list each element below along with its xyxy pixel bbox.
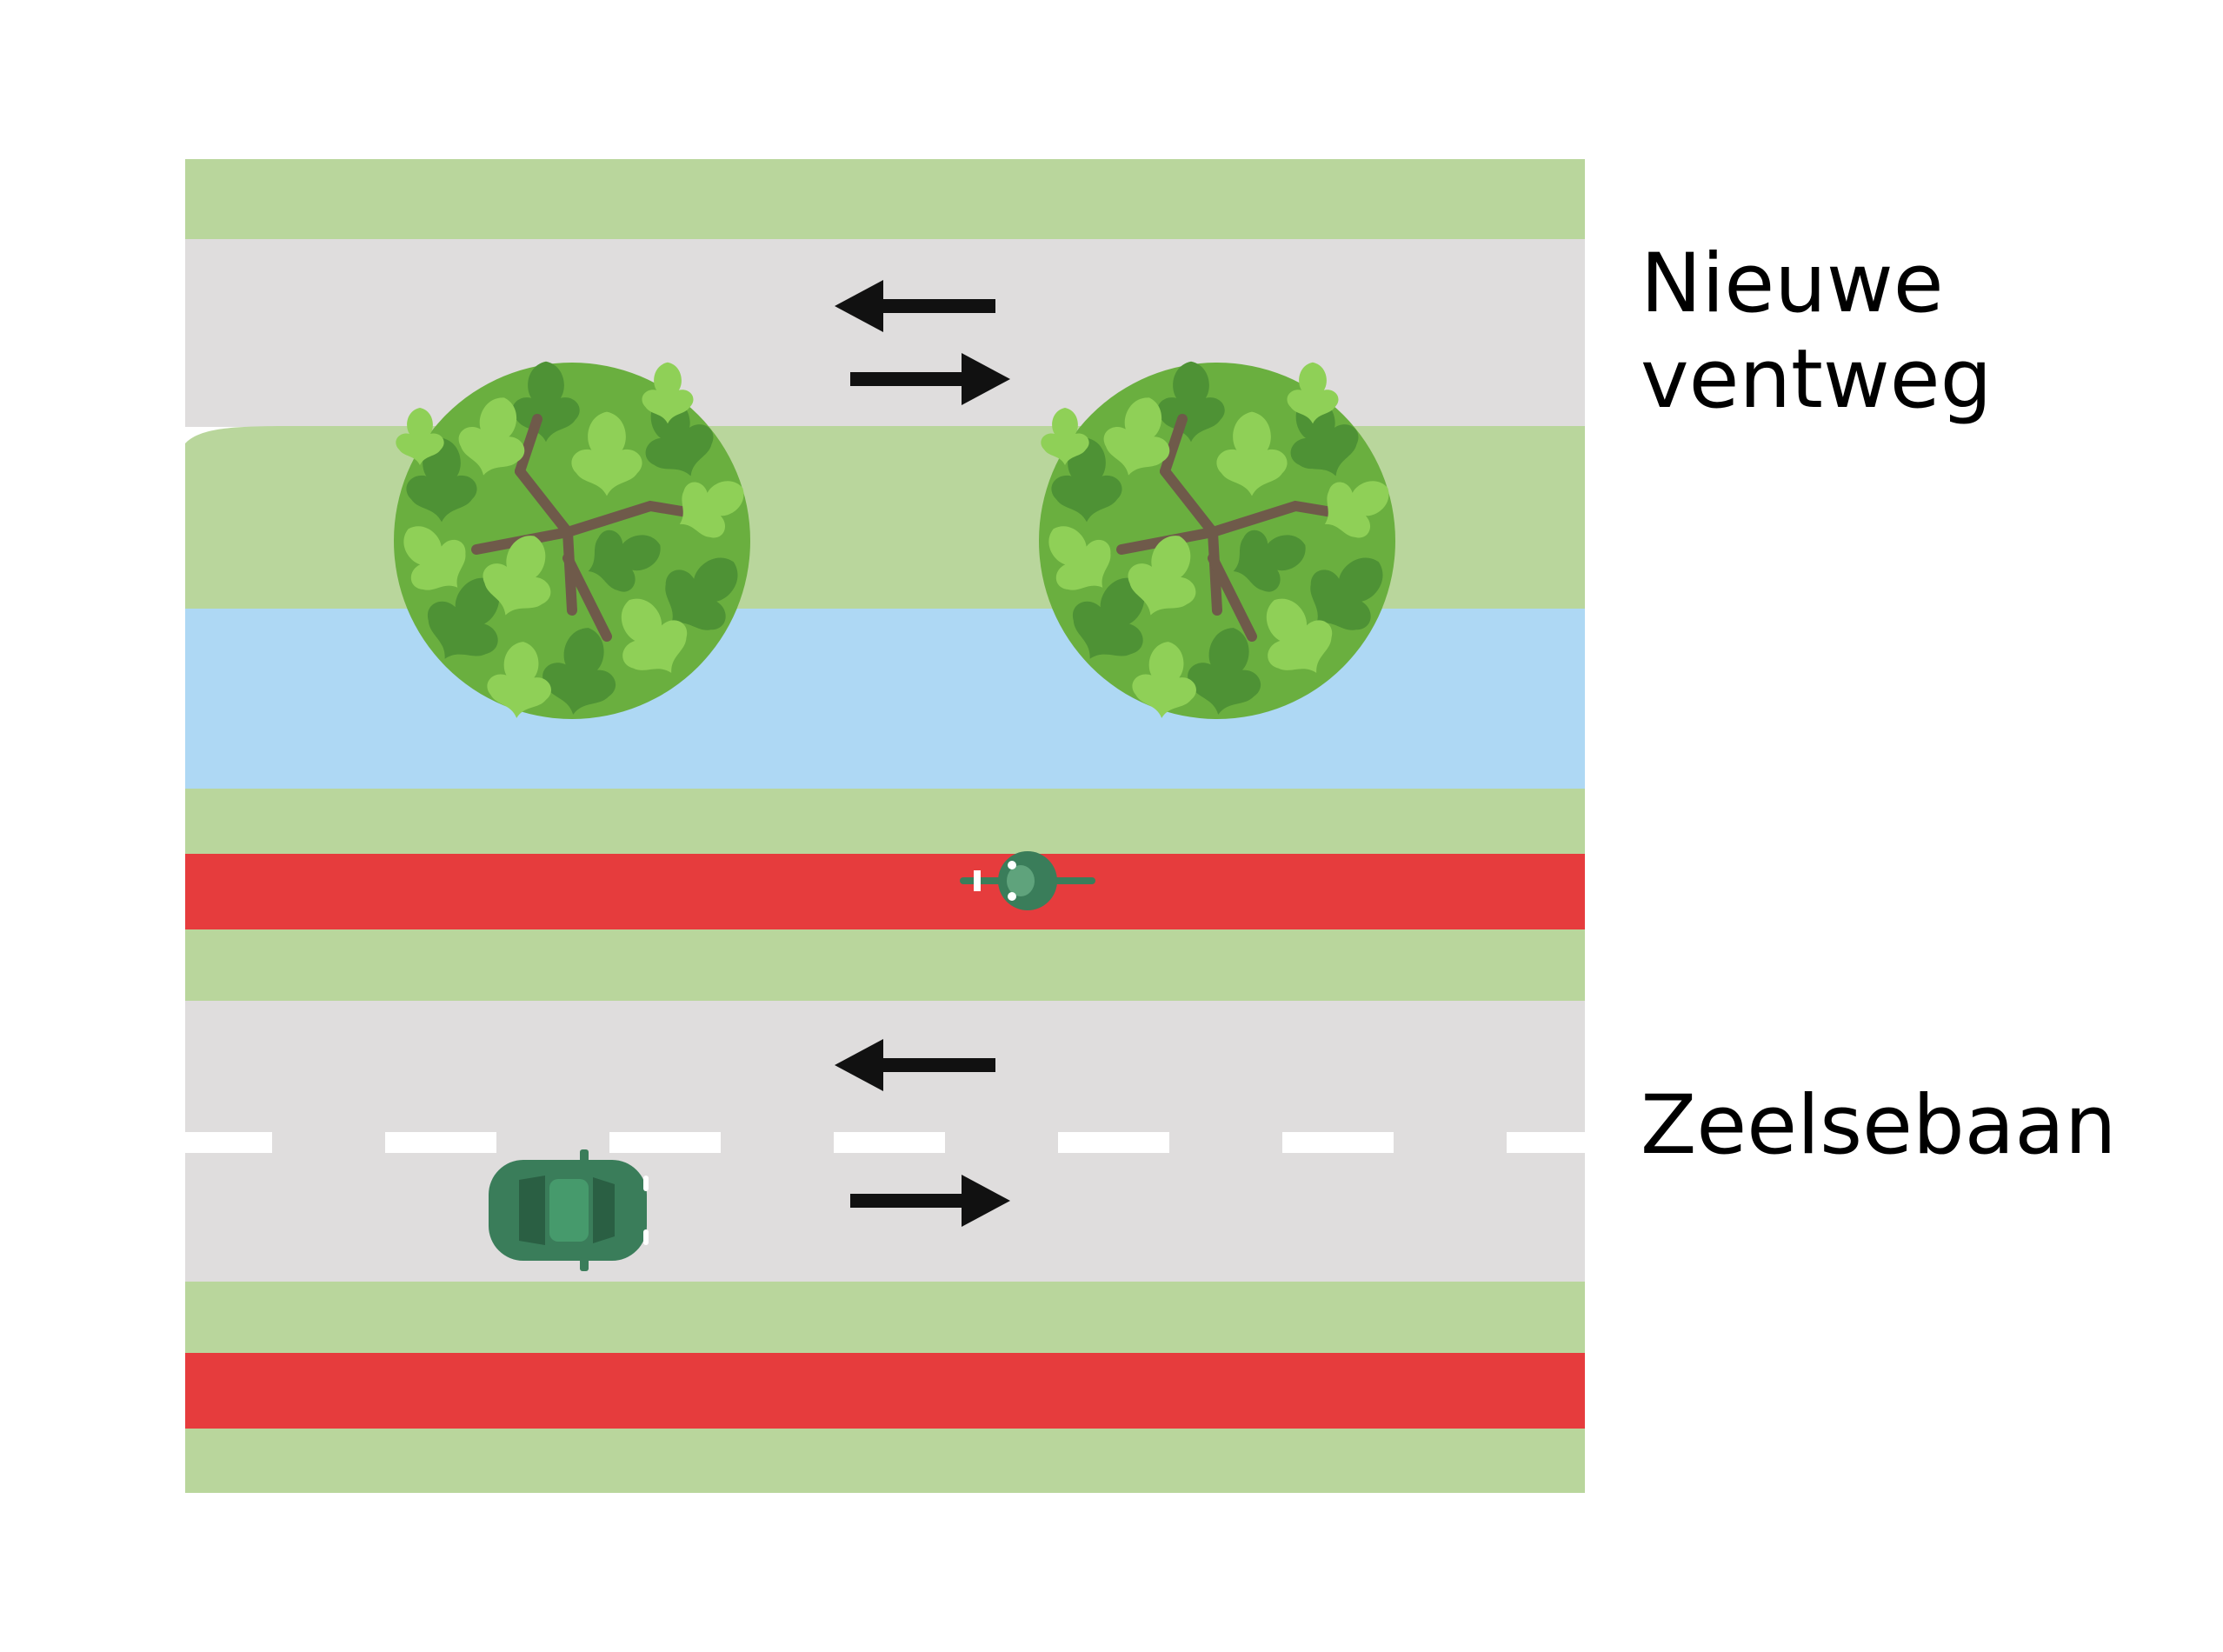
grass-strip-lower [185,929,1585,1001]
bike-lane-upper [185,854,1585,929]
arrow-icon [850,353,1010,405]
grass-strip-top [185,159,1585,239]
main-road-label: Zeelsebaan [1641,1078,2117,1173]
tree-icon [383,361,760,722]
arrow-icon [835,1039,995,1091]
arrow-icon [835,280,995,332]
tree-icon [1028,361,1405,722]
grass-strip-bottom [185,1282,1585,1353]
car-icon [489,1149,649,1271]
service-road-label-line1: Nieuwe [1641,236,1944,331]
grass-strip-edge [185,1429,1585,1493]
service-road-label: Nieuwe ventweg [1641,236,1992,428]
bike-lane-lower [185,1353,1585,1429]
water-ditch [185,609,1585,789]
cyclist-icon [960,851,1095,910]
grass-strip-middle [185,789,1585,854]
lane-divider-dashed [185,1132,1585,1153]
service-road [185,239,1585,427]
service-road-label-line2: ventweg [1641,332,1993,427]
arrow-icon [850,1175,1010,1227]
